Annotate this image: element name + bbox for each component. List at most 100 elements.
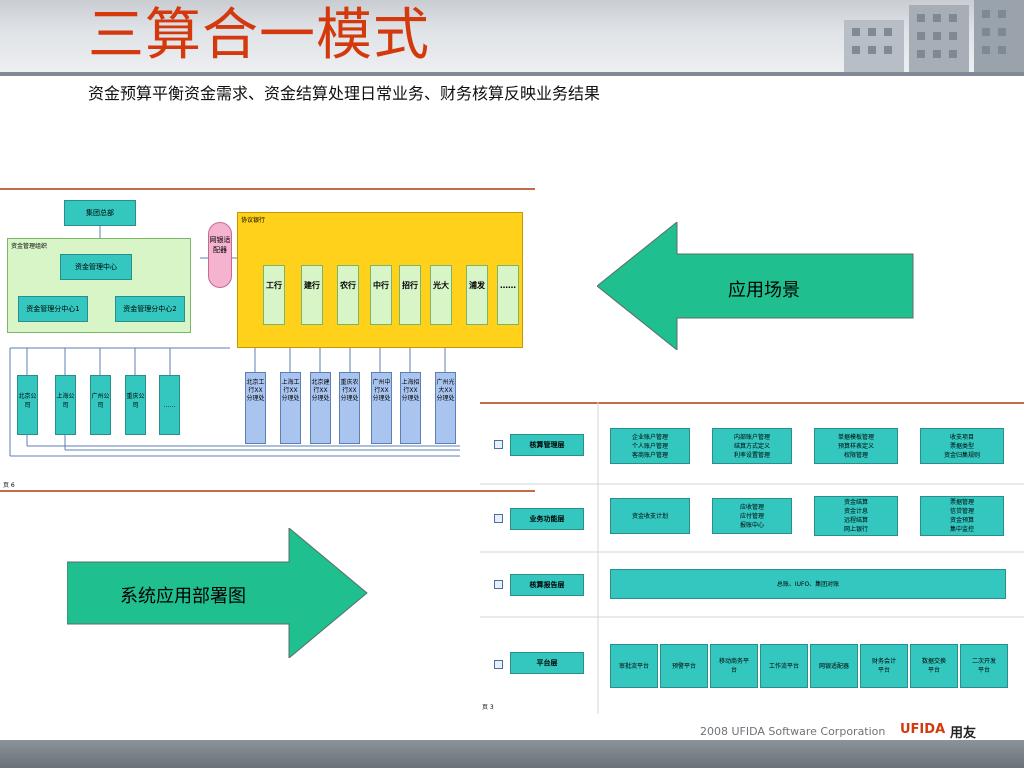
module-line: 结算方式定义	[733, 442, 770, 450]
company-box: 重庆公司	[125, 375, 146, 435]
layer-label: 核算报告层	[510, 574, 584, 596]
header-rule	[0, 72, 1024, 76]
module-line: 集中监控	[949, 526, 974, 533]
module-line: 预警平台	[671, 662, 696, 670]
layer-checkbox	[494, 440, 503, 449]
branch-box: 重庆农行XX分理处	[339, 372, 360, 444]
layer-grid	[480, 402, 1024, 714]
module-line: 工作流平台	[768, 662, 799, 670]
module-line: 二次开发平台	[971, 658, 996, 674]
company-box: 北京公司	[17, 375, 38, 435]
module-box: 网银适配器	[810, 644, 858, 688]
branch-box: 广州中行XX分理处	[371, 372, 392, 444]
building-image	[844, 0, 1024, 75]
module-line: 资金收支计划	[631, 512, 668, 520]
slide-subtitle: 资金预算平衡资金需求、资金结算处理日常业务、财务核算反映业务结果	[88, 84, 601, 103]
company-box: 广州公司	[90, 375, 111, 435]
left-arrow	[597, 222, 914, 350]
module-box: 总账、IUFO、集团对账	[610, 569, 1006, 599]
module-line: 资金预算	[949, 517, 974, 524]
module-line: 票据类型	[949, 442, 974, 450]
module-line: 报账中心	[739, 521, 764, 529]
fund-org-label: 资金管理组织	[11, 243, 48, 250]
company-box: ……	[159, 375, 180, 435]
module-box: 内部账户管理结算方式定义利率设置管理	[712, 428, 792, 464]
bank-box: 中行	[370, 265, 392, 325]
bank-box: 农行	[337, 265, 359, 325]
bank-box: 工行	[263, 265, 285, 325]
bank-box: ……	[497, 265, 519, 325]
fund-center-box: 资金管理中心	[60, 254, 132, 280]
module-line: 财务会计平台	[871, 658, 896, 674]
footer-brand-cn: 用友	[950, 726, 977, 741]
module-line: 审批流平台	[618, 662, 649, 670]
module-line: 预算样表定义	[837, 442, 874, 450]
company-box: 上海公司	[55, 375, 76, 435]
module-box: 数据交换平台	[910, 644, 958, 688]
module-box: 二次开发平台	[960, 644, 1008, 688]
sub-center-2-box: 资金管理分中心2	[115, 296, 185, 322]
module-line: 资金归集规则	[943, 451, 980, 459]
module-box: 票据管理信贷管理资金预算集中监控	[920, 496, 1004, 536]
module-line: 企业账户管理	[631, 433, 668, 441]
branch-box: 北京工行XX分理处	[245, 372, 266, 444]
module-line: 收支项目	[949, 433, 974, 441]
module-line: 票据管理	[949, 499, 974, 506]
layer-checkbox	[494, 580, 503, 589]
branch-box: 上海工行XX分理处	[280, 372, 301, 444]
module-line: 移动商务平台	[719, 658, 750, 674]
module-line: 信贷管理	[949, 508, 974, 515]
slide-title: 三算合一模式	[88, 3, 430, 68]
layer-checkbox	[494, 660, 503, 669]
module-line: 应付管理	[739, 512, 764, 520]
right-arrow-label: 系统应用部署图	[120, 586, 246, 607]
right-arrow	[67, 528, 368, 658]
footer-brand-logo: UFIDA	[900, 722, 946, 737]
page-note: 页 3	[482, 704, 494, 711]
bank-group-label: 协议银行	[241, 217, 266, 224]
module-box: 应收管理应付管理报账中心	[712, 498, 792, 534]
left-arrow-label: 应用场景	[728, 280, 800, 301]
module-box: 审批流平台	[610, 644, 658, 688]
bank-box: 浦发	[466, 265, 488, 325]
module-line: 资金计息	[843, 508, 868, 515]
footer-background	[0, 740, 1024, 768]
branch-box: 广州光大XX分理处	[435, 372, 456, 444]
module-box: 移动商务平台	[710, 644, 758, 688]
adapter-box: 网银适配器	[208, 222, 232, 288]
hq-box: 集团总部	[64, 200, 136, 226]
footer-company: 2008 UFIDA Software Corporation	[700, 725, 886, 738]
module-box: 资金结算资金计息远程结算网上银行	[814, 496, 898, 536]
module-line: 单据模板管理	[837, 433, 874, 441]
sub-center-1-box: 资金管理分中心1	[18, 296, 88, 322]
module-line: 利率设置管理	[733, 451, 770, 459]
module-box: 收支项目票据类型资金归集规则	[920, 428, 1004, 464]
layer-label: 业务功能层	[510, 508, 584, 530]
module-line: 网银适配器	[818, 662, 849, 670]
module-box: 预警平台	[660, 644, 708, 688]
module-line: 数据交换平台	[921, 658, 946, 674]
layer-label: 平台层	[510, 652, 584, 674]
module-line: 权限管理	[843, 451, 868, 459]
module-line: 总账、IUFO、集团对账	[776, 580, 840, 588]
module-box: 财务会计平台	[860, 644, 908, 688]
module-box: 单据模板管理预算样表定义权限管理	[814, 428, 898, 464]
module-box: 企业账户管理个人账户管理客商账户管理	[610, 428, 690, 464]
branch-box: 北京建行XX分理处	[310, 372, 331, 444]
module-line: 远程结算	[843, 517, 868, 524]
branch-box: 上海招行XX分理处	[400, 372, 421, 444]
module-box: 工作流平台	[760, 644, 808, 688]
deployment-diagram: 集团总部 资金管理组织 资金管理中心 资金管理分中心1 资金管理分中心2 网银适…	[0, 188, 535, 494]
module-line: 客商账户管理	[631, 451, 668, 459]
page-note: 页 6	[3, 482, 15, 489]
header-background	[0, 0, 1024, 75]
module-line: 个人账户管理	[631, 442, 668, 450]
function-layer-diagram: 核算管理层 企业账户管理个人账户管理客商账户管理 内部账户管理结算方式定义利率设…	[480, 402, 1024, 714]
bank-box: 招行	[399, 265, 421, 325]
module-box: 资金收支计划	[610, 498, 690, 534]
module-line: 资金结算	[843, 499, 868, 506]
layer-checkbox	[494, 514, 503, 523]
module-line: 网上银行	[843, 526, 868, 533]
module-line: 应收管理	[739, 503, 764, 511]
bank-box: 建行	[301, 265, 323, 325]
